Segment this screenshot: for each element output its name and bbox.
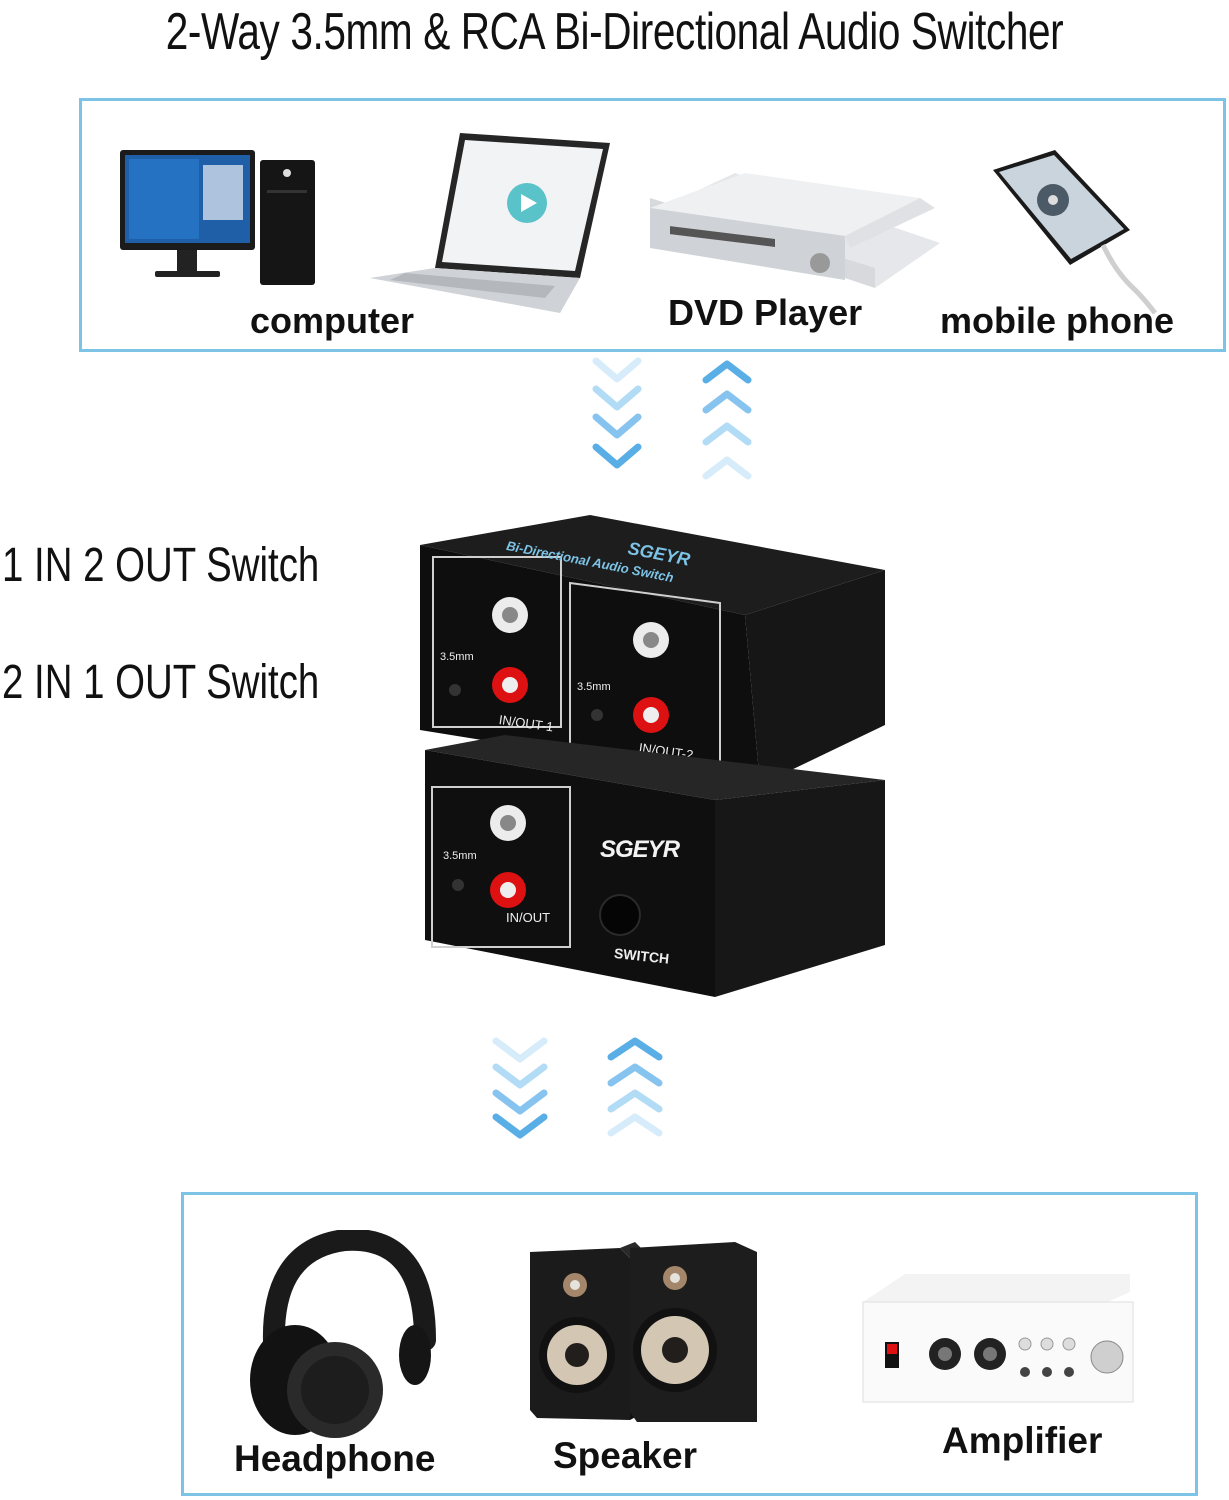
port-label-in-out: IN/OUT [506, 910, 551, 925]
port-size-label-common: 3.5mm [443, 850, 477, 862]
computer-icon [120, 150, 315, 285]
output-device-label-headphone: Headphone [234, 1438, 436, 1479]
mode-label-2-in-1-out: 2 IN 1 OUT Switch [2, 656, 320, 709]
laptop-icon [370, 133, 610, 313]
source-devices-panel [79, 98, 1226, 352]
up-arrows-bottom-icon [607, 1037, 663, 1137]
output-devices-panel [181, 1192, 1198, 1496]
output-device-label-speaker: Speaker [553, 1435, 697, 1476]
mobile-phone-icon [993, 150, 1157, 315]
output-device-label-amplifier: Amplifier [942, 1420, 1103, 1461]
page-title: 2-Way 3.5mm & RCA Bi-Directional Audio S… [165, 3, 1064, 61]
down-arrows-icon [592, 357, 642, 469]
switcher-bottom-brand: SGEYR [600, 836, 680, 863]
source-device-label-dvd-player: DVD Player [668, 292, 863, 333]
mode-label-1-in-2-out: 1 IN 2 OUT Switch [2, 539, 320, 592]
headphone-icon [250, 1230, 436, 1438]
port-size-label-1: 3.5mm [440, 651, 474, 663]
dvd-player-icon [650, 173, 940, 288]
amplifier-icon [862, 1274, 1134, 1403]
speaker-icon [530, 1242, 757, 1422]
down-arrows-bottom-icon [492, 1037, 548, 1139]
source-device-label-computer: computer [250, 300, 415, 341]
up-arrows-icon [702, 360, 752, 480]
audio-switcher-top-unit [420, 515, 885, 785]
port-size-label-2: 3.5mm [577, 681, 611, 693]
source-device-label-mobile-phone: mobile phone [940, 300, 1174, 341]
audio-switcher-bottom-unit [425, 735, 885, 997]
